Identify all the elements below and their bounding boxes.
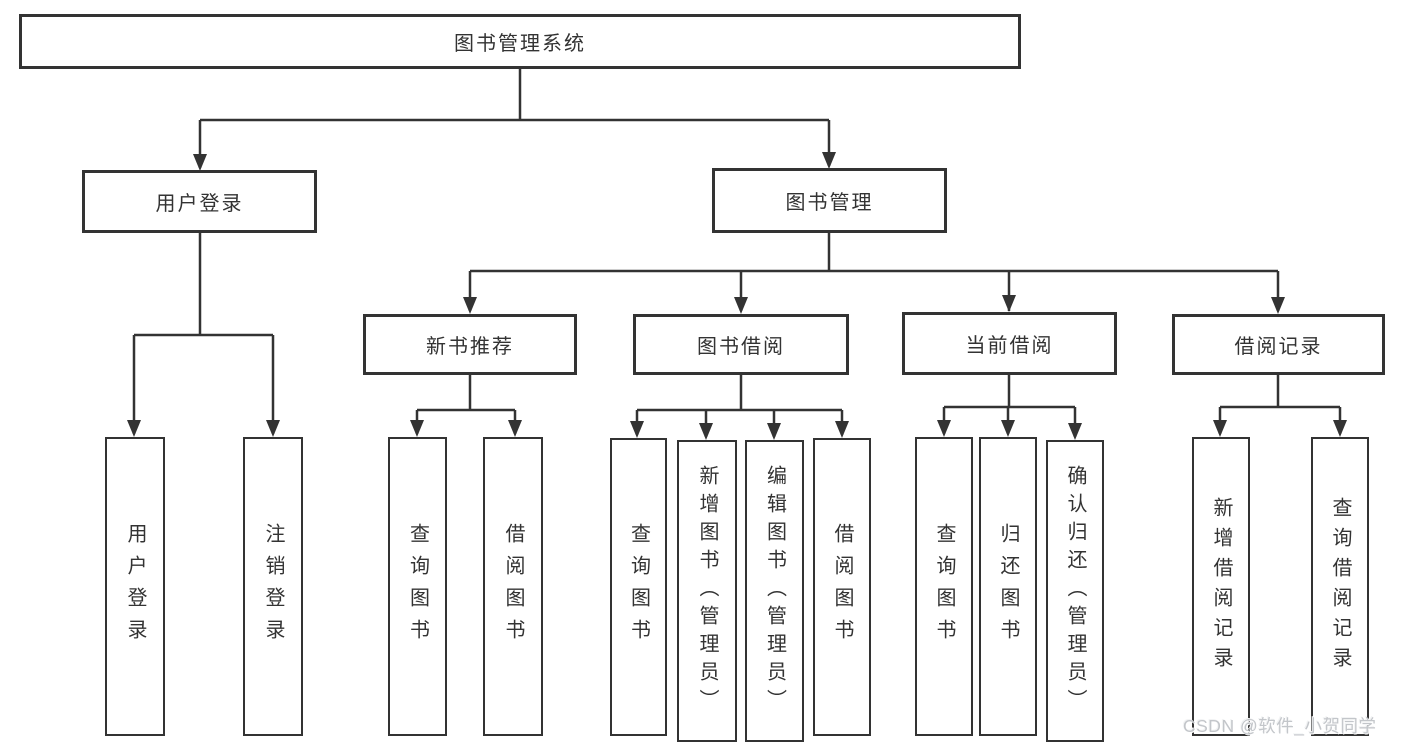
node-book-borrowing: 图书借阅 [633,314,849,375]
leaf-edit-books-admin-label: 编辑图书（管理员） [763,465,786,717]
node-book-management: 图书管理 [712,168,947,233]
leaf-query-borrow-record: 查询借阅记录 [1311,437,1369,736]
node-root-system: 图书管理系统 [19,14,1021,69]
leaf-borrow-books-label: 借阅图书 [831,523,853,651]
leaf-return-books: 归还图书 [979,437,1037,736]
node-book-borrowing-label: 图书借阅 [697,336,785,358]
leaf-add-borrow-record: 新增借阅记录 [1192,437,1250,736]
leaf-user-login-label: 用户登录 [124,522,146,651]
node-root-system-label: 图书管理系统 [454,33,586,55]
node-current-borrowing: 当前借阅 [902,312,1117,375]
leaf-query-books-recommend: 查询图书 [388,437,447,736]
leaf-add-borrow-record-label: 新增借阅记录 [1210,496,1232,677]
leaf-borrow-books-recommend-label: 借阅图书 [502,522,524,651]
leaf-borrow-books-recommend: 借阅图书 [483,437,543,736]
leaf-query-books-recommend-label: 查询图书 [406,522,429,651]
watermark: CSDN @软件_小贺同学 [1183,716,1377,736]
leaf-borrow-books: 借阅图书 [813,438,871,736]
leaf-logout-label: 注销登录 [262,522,284,651]
node-current-borrowing-label: 当前借阅 [965,335,1054,357]
node-user-login: 用户登录 [82,170,317,233]
leaf-logout: 注销登录 [243,437,303,736]
tree-edges [132,69,1342,437]
node-new-book-recommend-label: 新书推荐 [426,336,514,358]
node-borrowing-records: 借阅记录 [1172,314,1385,375]
leaf-query-books-borrowing: 查询图书 [610,438,667,736]
leaf-add-books-admin: 新增图书（管理员） [677,440,737,742]
leaf-query-books-current-label: 查询图书 [933,522,955,651]
leaf-edit-books-admin: 编辑图书（管理员） [745,440,804,742]
leaf-add-books-admin-label: 新增图书（管理员） [696,465,718,717]
node-user-login-label: 用户登录 [155,193,244,215]
node-borrowing-records-label: 借阅记录 [1234,336,1323,358]
leaf-confirm-return-admin: 确认归还（管理员） [1046,440,1104,742]
leaf-return-books-label: 归还图书 [997,522,1019,651]
node-book-management-label: 图书管理 [785,192,874,214]
leaf-query-books-current: 查询图书 [915,437,973,736]
leaf-query-borrow-record-label: 查询借阅记录 [1329,496,1351,677]
node-new-book-recommend: 新书推荐 [363,314,577,375]
leaf-query-books-borrowing-label: 查询图书 [627,523,650,651]
leaf-confirm-return-admin-label: 确认归还（管理员） [1064,465,1086,717]
leaf-user-login: 用户登录 [105,437,165,736]
